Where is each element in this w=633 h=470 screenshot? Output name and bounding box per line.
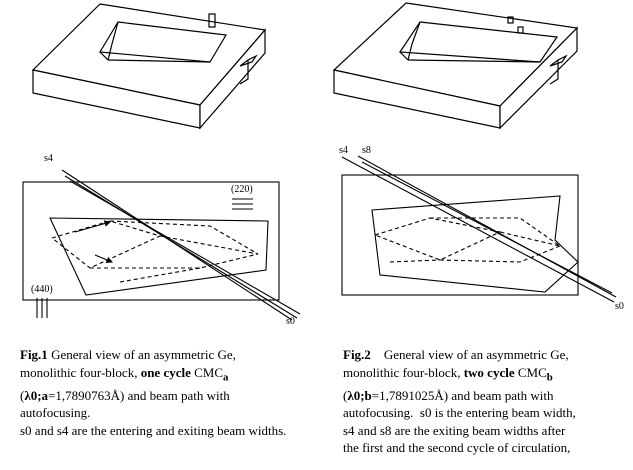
fig1-cmc-text: CMC xyxy=(190,364,224,380)
fig1-caption-line1: General view of an asymmetric Ge, xyxy=(47,347,236,362)
fig2-block-3d xyxy=(332,2,579,130)
fig1-cmc-subscript: a xyxy=(223,371,229,384)
fig2-caption-paren: ( xyxy=(343,387,348,403)
fig1-plane-220-label: (220) xyxy=(231,184,253,195)
fig2-top-view xyxy=(341,155,617,303)
fig2-lambda: λ0;b xyxy=(347,387,372,403)
fig2-s8-label: s8 xyxy=(362,145,371,156)
fig2-caption-line5: s4 and s8 are the exiting beam widths af… xyxy=(343,422,566,438)
fig1-top-view xyxy=(22,169,301,321)
fig1-caption-line5: s0 and s4 are the entering and exiting b… xyxy=(20,422,287,438)
fig1-s4-label: s4 xyxy=(44,153,53,164)
fig1-caption-line3: =1,7890763Å) and beam path with xyxy=(48,387,230,403)
fig2-number: Fig.2 xyxy=(343,347,371,362)
fig2-cmc-text: CMC xyxy=(514,364,547,380)
fig1-block-3d xyxy=(31,3,267,130)
fig2-caption-line3: =1,7891025Å) and beam path with xyxy=(371,387,554,403)
fig1-number: Fig.1 xyxy=(20,347,48,362)
fig1-caption-line4: autofocusing. xyxy=(20,405,91,421)
fig2-caption-line1: General view of an asymmetric Ge, xyxy=(370,347,569,362)
fig2-caption-line4: autofocusing. s0 is the entering beam wi… xyxy=(343,405,576,421)
fig1-caption: Fig.1 General view of an asymmetric Ge, … xyxy=(20,346,330,439)
fig2-caption-line6: the first and the second cycle of circul… xyxy=(343,440,571,456)
fig2-caption: Fig.2 General view of an asymmetric Ge, … xyxy=(343,346,631,457)
fig1-cycle-text: one cycle xyxy=(140,364,191,380)
fig2-caption-line2: monolithic four-block, xyxy=(343,364,464,380)
fig2-cmc-subscript: b xyxy=(546,371,553,384)
fig1-caption-paren: ( xyxy=(20,387,25,403)
fig2-cycle-text: two cycle xyxy=(463,364,515,380)
fig1-lambda: λ0;a xyxy=(24,387,49,403)
fig1-s0-label: s0 xyxy=(286,316,295,327)
fig1-caption-line2: monolithic four-block, xyxy=(20,364,141,380)
fig1-plane-440-label: (440) xyxy=(31,284,53,295)
fig2-s0-label: s0 xyxy=(615,301,624,312)
fig2-s4-label: s4 xyxy=(339,145,348,156)
